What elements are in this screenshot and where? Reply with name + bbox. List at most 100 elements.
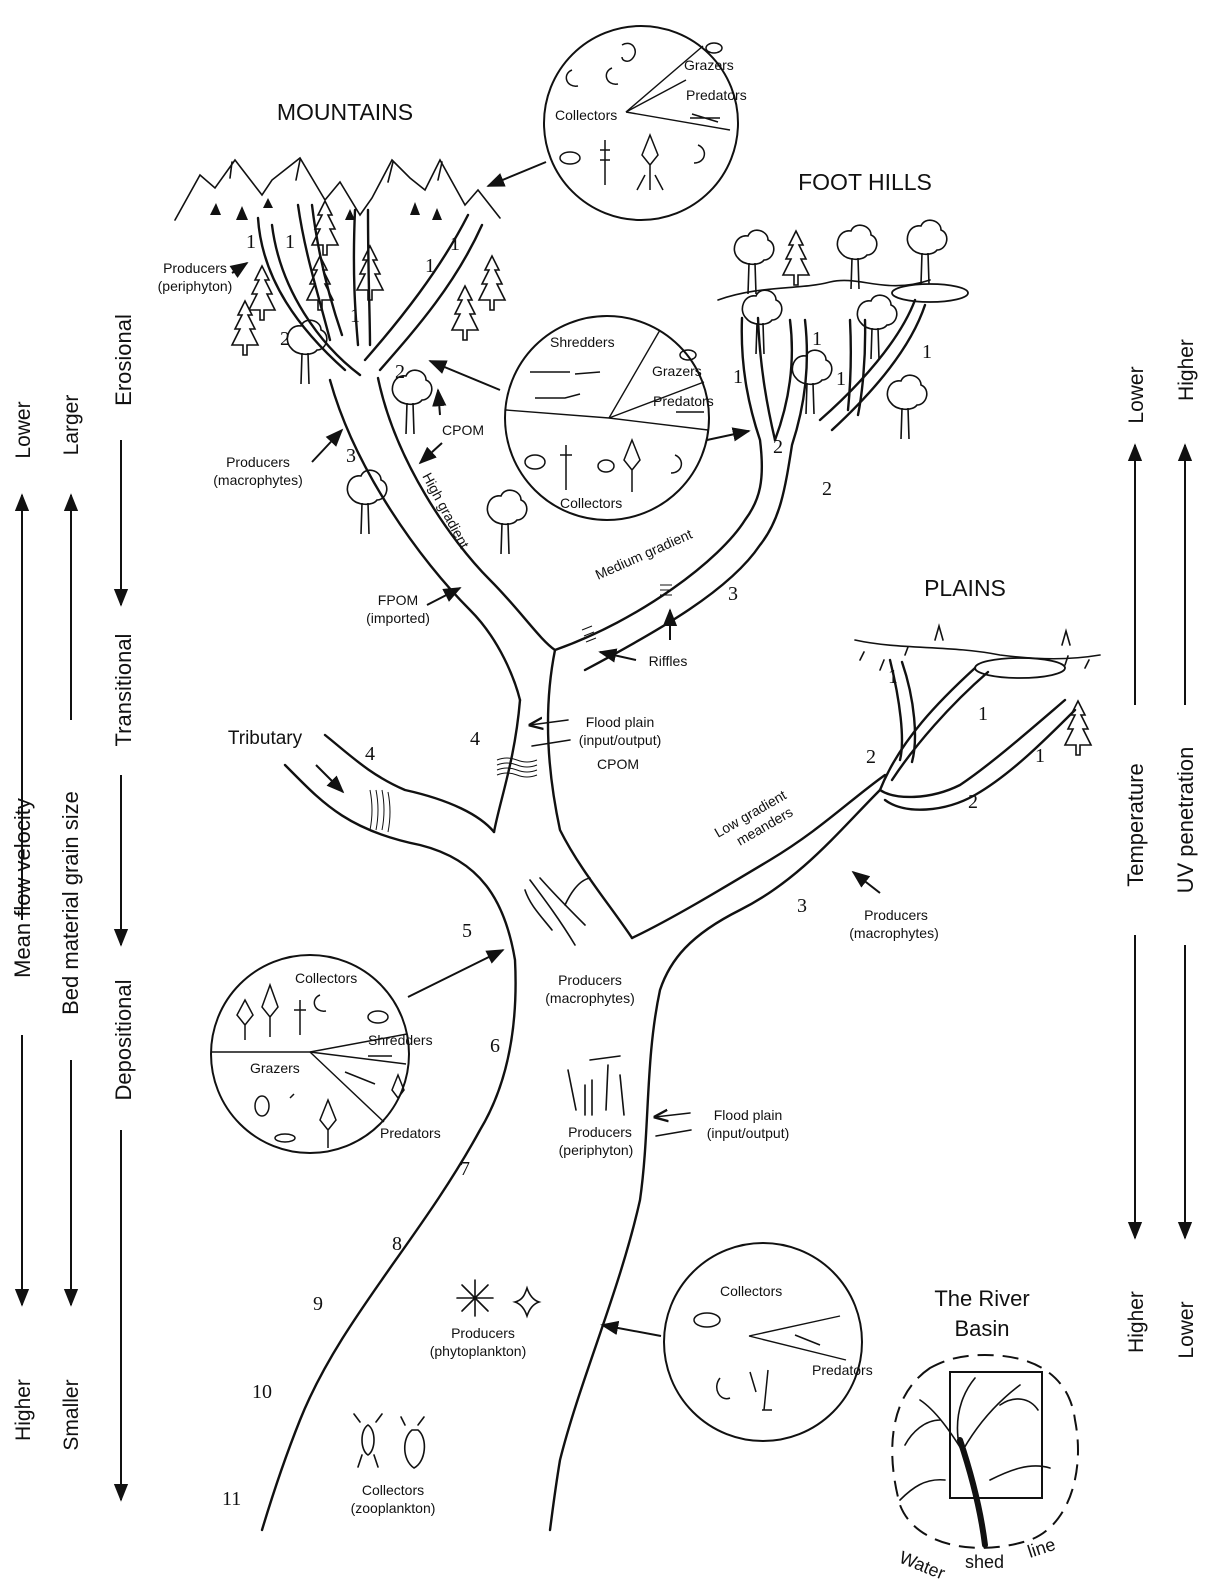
velocity-bottom-label: Higher [12,1379,35,1441]
stream-order-label: 1 [450,233,460,255]
watershed-word-2: shed [965,1552,1004,1572]
prod-phyto: Producers (phytoplankton) [430,1280,539,1359]
stream-order-label: 2 [866,746,876,768]
foothills-landscape [718,220,968,439]
annotation-line: (input/output) [707,1125,790,1141]
grain-axis: Larger Bed material grain size Smaller [58,395,83,1451]
watershed-word-3: line [1025,1534,1058,1562]
annotation-line: Flood plain [586,714,655,730]
stream-order-label: 6 [490,1035,500,1057]
zone-erosional: Erosional [111,314,136,406]
stream-order-label: 1 [350,305,360,327]
phytoplankton-icon [457,1280,493,1316]
feeding-circle-largeriver: Collectors Predators [664,1243,873,1441]
c1-arrow [488,162,546,186]
annotation-line: Producers [864,907,928,923]
stream-order-label: 2 [280,328,290,350]
c4-predators-label: Predators [812,1362,873,1378]
grain-top-label: Larger [60,395,83,456]
annotation-arrow [438,390,440,415]
stream-order-label: 1 [285,231,295,253]
stream-order-label: 1 [733,366,743,388]
prod-periphyton-top: Producers (periphyton) [158,260,247,294]
c1-predators-label: Predators [686,87,747,103]
low-gradient-label: Low gradient meanders [712,787,796,849]
zooplankton-icon [354,1414,382,1467]
stream-order-label: 9 [313,1293,323,1315]
c2-arrow-right [707,431,749,440]
zone-depositional: Depositional [111,979,136,1100]
foothills-title: FOOT HILLS [798,169,932,195]
c3-arrow [408,950,503,997]
stream-order-label: 3 [797,895,807,917]
basin-title-line1: The River [934,1286,1029,1311]
diatom-icon [515,1288,539,1316]
c1-grazers-label: Grazers [684,57,734,73]
stream-order-label: 1 [978,703,988,725]
stream-order-label: 7 [460,1158,470,1180]
annotation-line: CPOM [442,422,484,438]
stream-order-label: 1 [812,328,822,350]
annotation-line: Riffles [649,653,688,669]
watershed-word-1: Water [897,1547,948,1581]
stream-order-label: 10 [252,1381,272,1403]
velocity-axis-label: Mean flow velocity [10,798,35,978]
annotation-line: FPOM [378,592,418,608]
annotation-arrow [316,765,343,792]
c3-shredders-label: Shredders [368,1032,433,1048]
coll-zoo: Collectors (zooplankton) [351,1414,436,1516]
feeding-circle-lowerreach: Collectors Shredders Grazers Predators [211,955,441,1153]
stream-order-label: 3 [728,583,738,605]
stream-order-label: 1 [246,231,256,253]
cpom-label: CPOM [420,390,484,463]
annotation-line: (macrophytes) [545,990,634,1006]
stream-order-label: 2 [773,436,783,458]
annotation-line: (imported) [366,610,430,626]
stream-order-label: 4 [470,728,480,750]
c2-grazers-label: Grazers [652,363,702,379]
stream-order-label: 2 [968,791,978,813]
uv-axis-label: UV penetration [1173,747,1198,894]
temperature-axis-label: Temperature [1123,763,1148,887]
velocity-axis: Lower Mean flow velocity Higher [10,401,35,1441]
c3-predators-label: Predators [380,1125,441,1141]
flood-plain-mid: Flood plain (input/output) [655,1107,789,1141]
feeding-circle-headwaters: Collectors Grazers Predators [544,26,747,220]
annotation-line: Tributary [228,728,303,749]
prod-macro-right: Producers (macrophytes) [849,872,938,941]
stream-order-label: 1 [922,341,932,363]
medium-gradient-label: Medium gradient [593,526,695,583]
plains-stream-orders: 1 1 1 2 2 3 [797,666,1045,917]
annotation-line: Producers [451,1325,515,1341]
annotation-line: (phytoplankton) [430,1343,527,1359]
stream-order-label: 4 [365,743,375,765]
periphyton-icon [568,1056,624,1115]
velocity-top-label: Lower [12,401,35,458]
c1-collectors-label: Collectors [555,107,617,123]
plains-title: PLAINS [924,575,1006,601]
annotation-arrow [853,872,880,893]
fpom-label: FPOM (imported) [366,588,460,626]
annotation-line: (zooplankton) [351,1500,436,1516]
c3-collectors-label: Collectors [295,970,357,986]
annotation-line: Producers [568,1124,632,1140]
zone-transitional: Transitional [111,634,136,747]
c2-arrow-left [430,361,500,390]
stream-order-label: 1 [836,368,846,390]
annotation-line: (macrophytes) [849,925,938,941]
stream-order-label: 1 [425,255,435,277]
temperature-axis: Lower Temperature Higher [1123,366,1148,1353]
macrophyte-icon [525,878,590,945]
annotation-line: Flood plain [714,1107,783,1123]
mountains-title: MOUNTAINS [277,99,413,125]
stream-order-label: 11 [222,1488,241,1510]
stream-order-label: 5 [462,920,472,942]
uv-bottom-label: Lower [1175,1301,1198,1358]
temperature-top-label: Lower [1125,366,1148,423]
annotation-line: Producers [226,454,290,470]
annotation-line: (periphyton) [158,278,233,294]
grain-bottom-label: Smaller [60,1379,83,1450]
annotation-line: Collectors [362,1482,424,1498]
uv-top-label: Higher [1175,339,1198,401]
